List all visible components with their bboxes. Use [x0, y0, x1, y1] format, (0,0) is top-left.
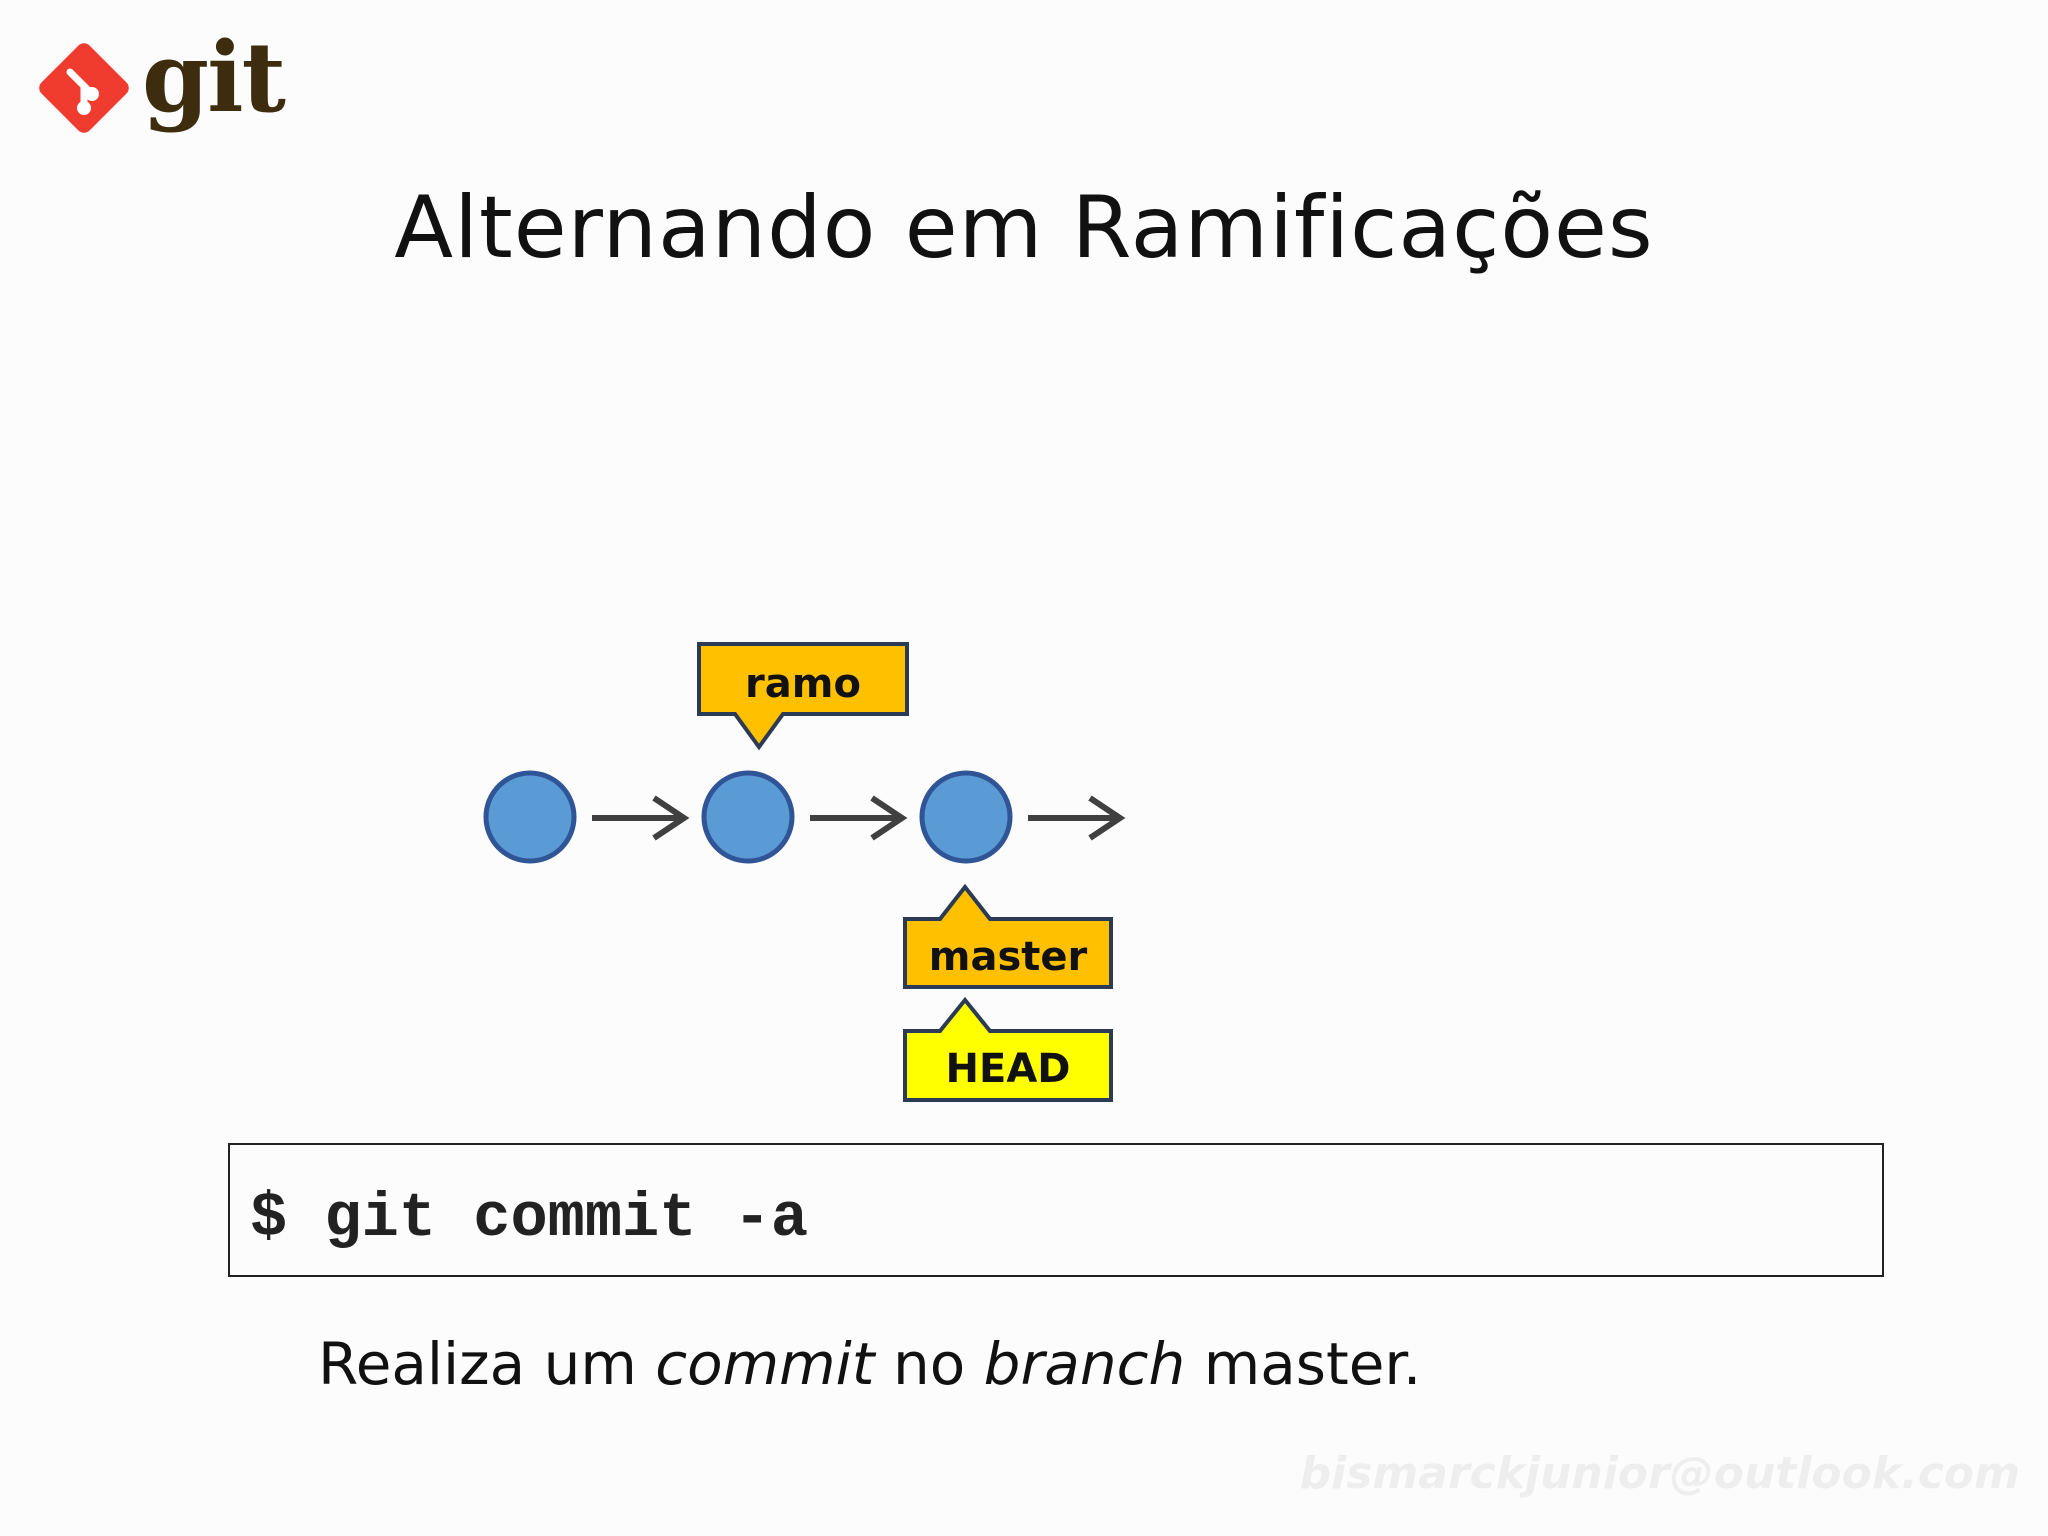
- arrow-3: [1028, 795, 1126, 841]
- caption-branch-word: branch: [983, 1330, 1186, 1398]
- head-label-text: HEAD: [946, 1046, 1071, 1092]
- caption-part5: master.: [1185, 1330, 1422, 1398]
- git-diamond-icon: [39, 43, 129, 133]
- caption-part1: Realiza um: [318, 1330, 656, 1398]
- command-text: $ git commit -a: [250, 1183, 809, 1254]
- master-label-text: master: [929, 934, 1088, 980]
- ramo-branch-label: ramo: [697, 642, 909, 751]
- caption: Realiza um commit no branch master.: [318, 1330, 1421, 1398]
- commit-1: [483, 770, 577, 864]
- command-box: $ git commit -a: [228, 1143, 1884, 1277]
- commit-3: [919, 770, 1013, 864]
- arrow-2: [810, 795, 908, 841]
- slide-title: Alternando em Ramificações: [394, 178, 1654, 278]
- commit-2: [701, 770, 795, 864]
- caption-part3: no: [874, 1330, 984, 1398]
- head-pointer-label: HEAD: [903, 996, 1113, 1102]
- caption-commit-word: commit: [655, 1330, 875, 1398]
- master-branch-label: master: [903, 883, 1113, 989]
- arrow-1: [592, 795, 690, 841]
- ramo-label-text: ramo: [745, 661, 861, 707]
- git-logo-word: git: [142, 21, 286, 134]
- watermark: bismarckjunior@outlook.com: [1299, 1448, 2020, 1499]
- git-logo: git: [34, 30, 304, 138]
